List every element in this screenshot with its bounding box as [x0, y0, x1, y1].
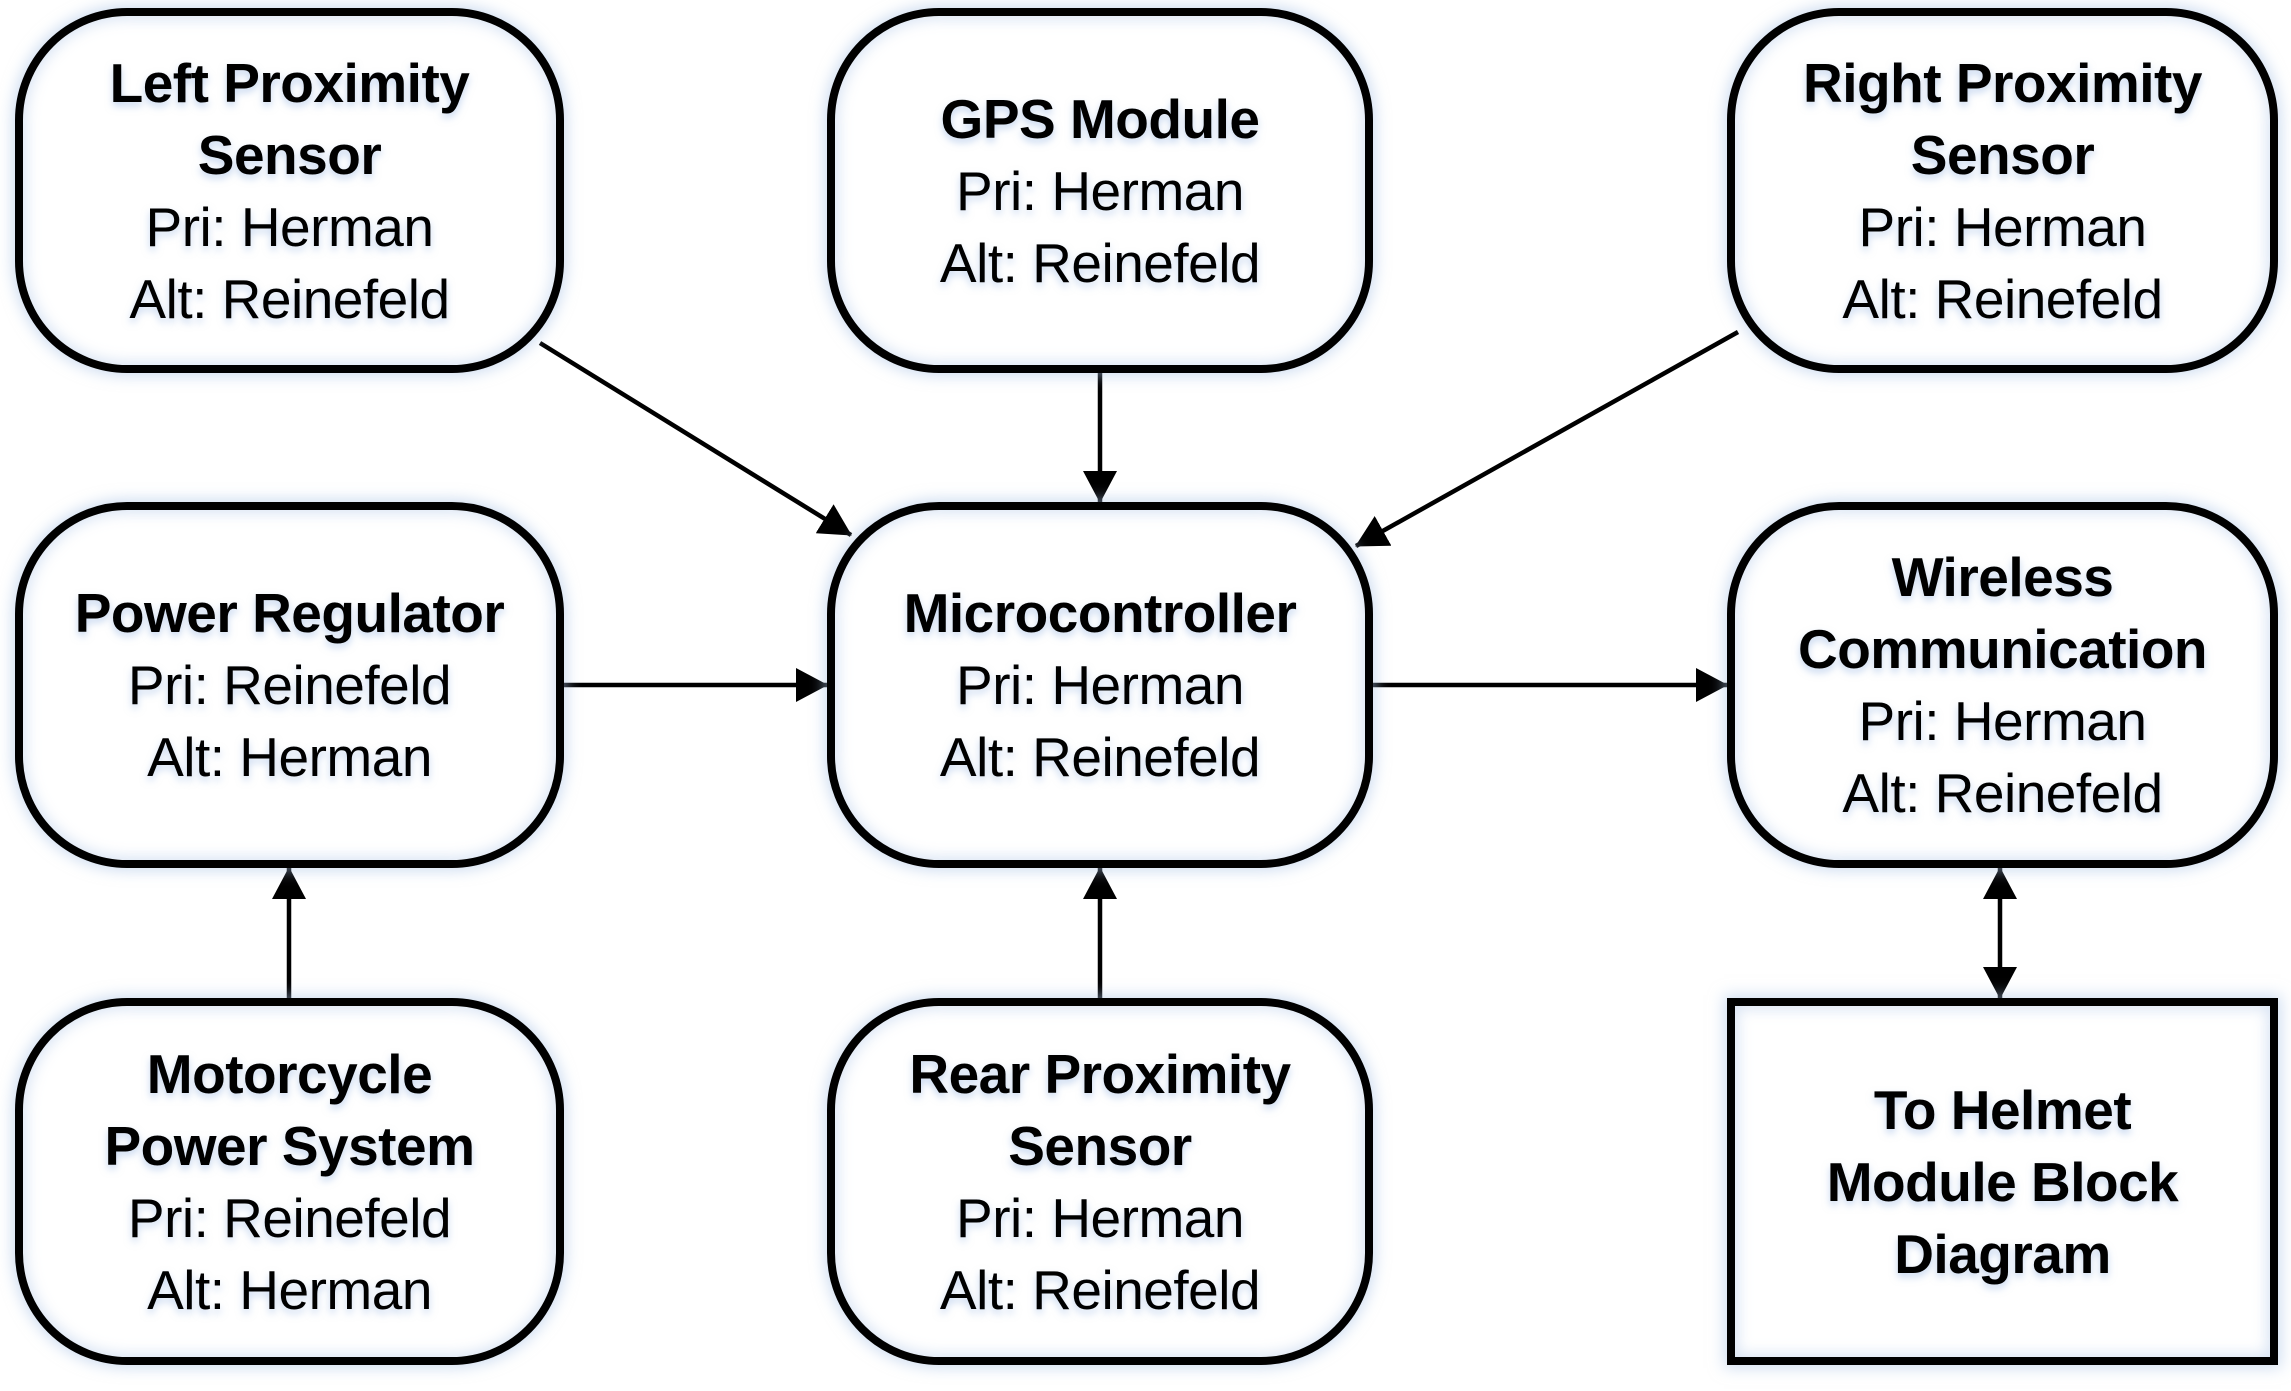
- node-right-proximity-sensor: Right Proximity Sensor Pri: Herman Alt: …: [1727, 8, 2278, 373]
- node-title: Power System: [104, 1114, 475, 1177]
- node-title: Sensor: [197, 123, 382, 186]
- node-title: Motorcycle: [146, 1042, 433, 1105]
- alternate-owner: Alt: Herman: [147, 1258, 432, 1321]
- node-left-proximity-sensor: Left Proximity Sensor Pri: Herman Alt: R…: [15, 8, 564, 373]
- primary-owner: Pri: Herman: [145, 195, 434, 258]
- alternate-owner: Alt: Reinefeld: [939, 1258, 1261, 1321]
- primary-owner: Pri: Herman: [956, 159, 1244, 222]
- node-title: Module Block: [1826, 1150, 2179, 1213]
- alternate-owner: Alt: Reinefeld: [129, 267, 450, 330]
- node-title: Power Regulator: [74, 582, 505, 644]
- node-title: To Helmet: [1873, 1078, 2132, 1141]
- primary-owner: Pri: Reinefeld: [127, 654, 452, 716]
- node-title: Sensor: [1008, 1114, 1192, 1177]
- alternate-owner: Alt: Reinefeld: [1842, 267, 2163, 330]
- primary-owner: Pri: Reinefeld: [127, 1186, 452, 1249]
- edge-right-proximity-to-microcontroller: [1354, 330, 1740, 548]
- node-title: Wireless: [1891, 546, 2114, 608]
- node-title: Sensor: [1910, 123, 2095, 186]
- node-power-regulator: Power Regulator Pri: Reinefeld Alt: Herm…: [15, 502, 564, 868]
- node-helmet-module-reference: To Helmet Module Block Diagram: [1727, 998, 2278, 1365]
- node-gps-module: GPS Module Pri: Herman Alt: Reinefeld: [827, 8, 1373, 373]
- node-title: Microcontroller: [903, 582, 1297, 644]
- primary-owner: Pri: Herman: [956, 1186, 1244, 1249]
- node-microcontroller: Microcontroller Pri: Herman Alt: Reinefe…: [827, 502, 1373, 868]
- alternate-owner: Alt: Reinefeld: [939, 231, 1261, 294]
- node-title: GPS Module: [940, 87, 1260, 150]
- node-title: Diagram: [1894, 1222, 2111, 1285]
- primary-owner: Pri: Herman: [1858, 195, 2147, 258]
- edge-left-proximity-to-microcontroller: [538, 341, 853, 537]
- node-title: Rear Proximity: [909, 1042, 1291, 1105]
- alternate-owner: Alt: Reinefeld: [939, 726, 1261, 788]
- node-title: Communication: [1797, 618, 2208, 680]
- node-title: Left Proximity: [109, 51, 470, 114]
- node-title: Right Proximity: [1803, 51, 2202, 114]
- node-motorcycle-power-system: Motorcycle Power System Pri: Reinefeld A…: [15, 998, 564, 1365]
- alternate-owner: Alt: Herman: [147, 726, 432, 788]
- node-rear-proximity-sensor: Rear Proximity Sensor Pri: Herman Alt: R…: [827, 998, 1373, 1365]
- alternate-owner: Alt: Reinefeld: [1842, 762, 2163, 824]
- node-wireless-communication: Wireless Communication Pri: Herman Alt: …: [1727, 502, 2278, 868]
- primary-owner: Pri: Herman: [956, 654, 1244, 716]
- primary-owner: Pri: Herman: [1858, 690, 2147, 752]
